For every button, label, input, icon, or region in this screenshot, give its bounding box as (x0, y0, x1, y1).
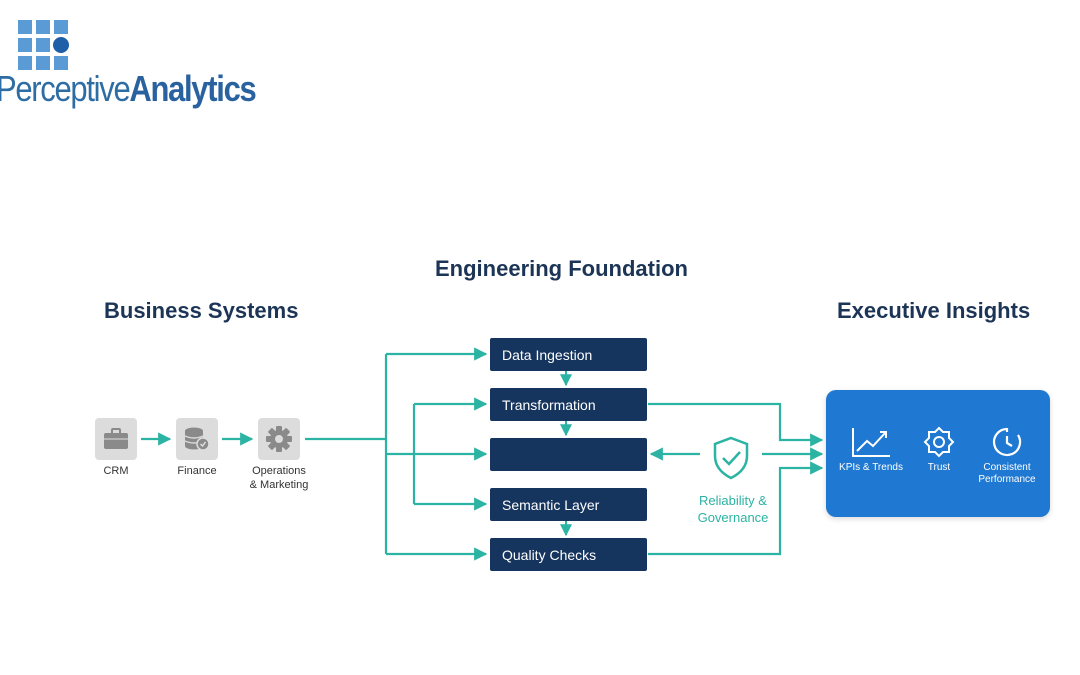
trend-chart-icon (852, 428, 890, 457)
briefcase-icon (95, 418, 137, 460)
executive-insights-card: KPIs & Trends Trust Consistent Performan… (826, 390, 1050, 517)
insight-label: Trust (927, 462, 951, 473)
pipeline-label: Transformation (502, 396, 596, 413)
logo-wordmark: PerceptiveAnalytics (0, 68, 257, 110)
logo-bold: Analytics (129, 68, 256, 109)
pipeline-label: Quality Checks (502, 546, 597, 563)
insight-trust: Trust (902, 426, 976, 474)
pipeline-transformation: Transformation (490, 388, 647, 421)
pipeline-semantic-layer: Semantic Layer (490, 488, 647, 521)
pipeline-label: Semantic Layer (502, 496, 600, 513)
logo-light: Perceptive (0, 68, 131, 109)
pipeline-blank-stage (490, 438, 647, 471)
pipeline-label: Data Ingestion (502, 346, 593, 363)
heading-engineering-foundation: Engineering Foundation (435, 256, 688, 281)
gear-icon (258, 418, 300, 460)
pipeline-quality-checks: Quality Checks (490, 538, 647, 571)
insight-consistent-performance: Consistent Performance (970, 426, 1044, 486)
source-label-operations: Operations & Marketing (249, 465, 309, 491)
heading-executive-insights: Executive Insights (837, 298, 1031, 323)
shield-check-icon (713, 436, 749, 480)
insight-label: KPIs & Trends (839, 462, 903, 473)
heading-business-systems: Business Systems (104, 298, 299, 323)
clock-icon (992, 427, 1022, 457)
logo-mark (18, 20, 69, 70)
database-icon (176, 418, 218, 460)
source-label-finance: Finance (177, 465, 217, 477)
source-label-crm: CRM (103, 465, 129, 477)
badge-gear-icon (923, 426, 955, 458)
pipeline-data-ingestion: Data Ingestion (490, 338, 647, 371)
insight-label: Consistent Performance (978, 462, 1036, 485)
governance-label: Reliability & Governance (697, 493, 769, 525)
insight-kpis: KPIs & Trends (834, 426, 908, 474)
